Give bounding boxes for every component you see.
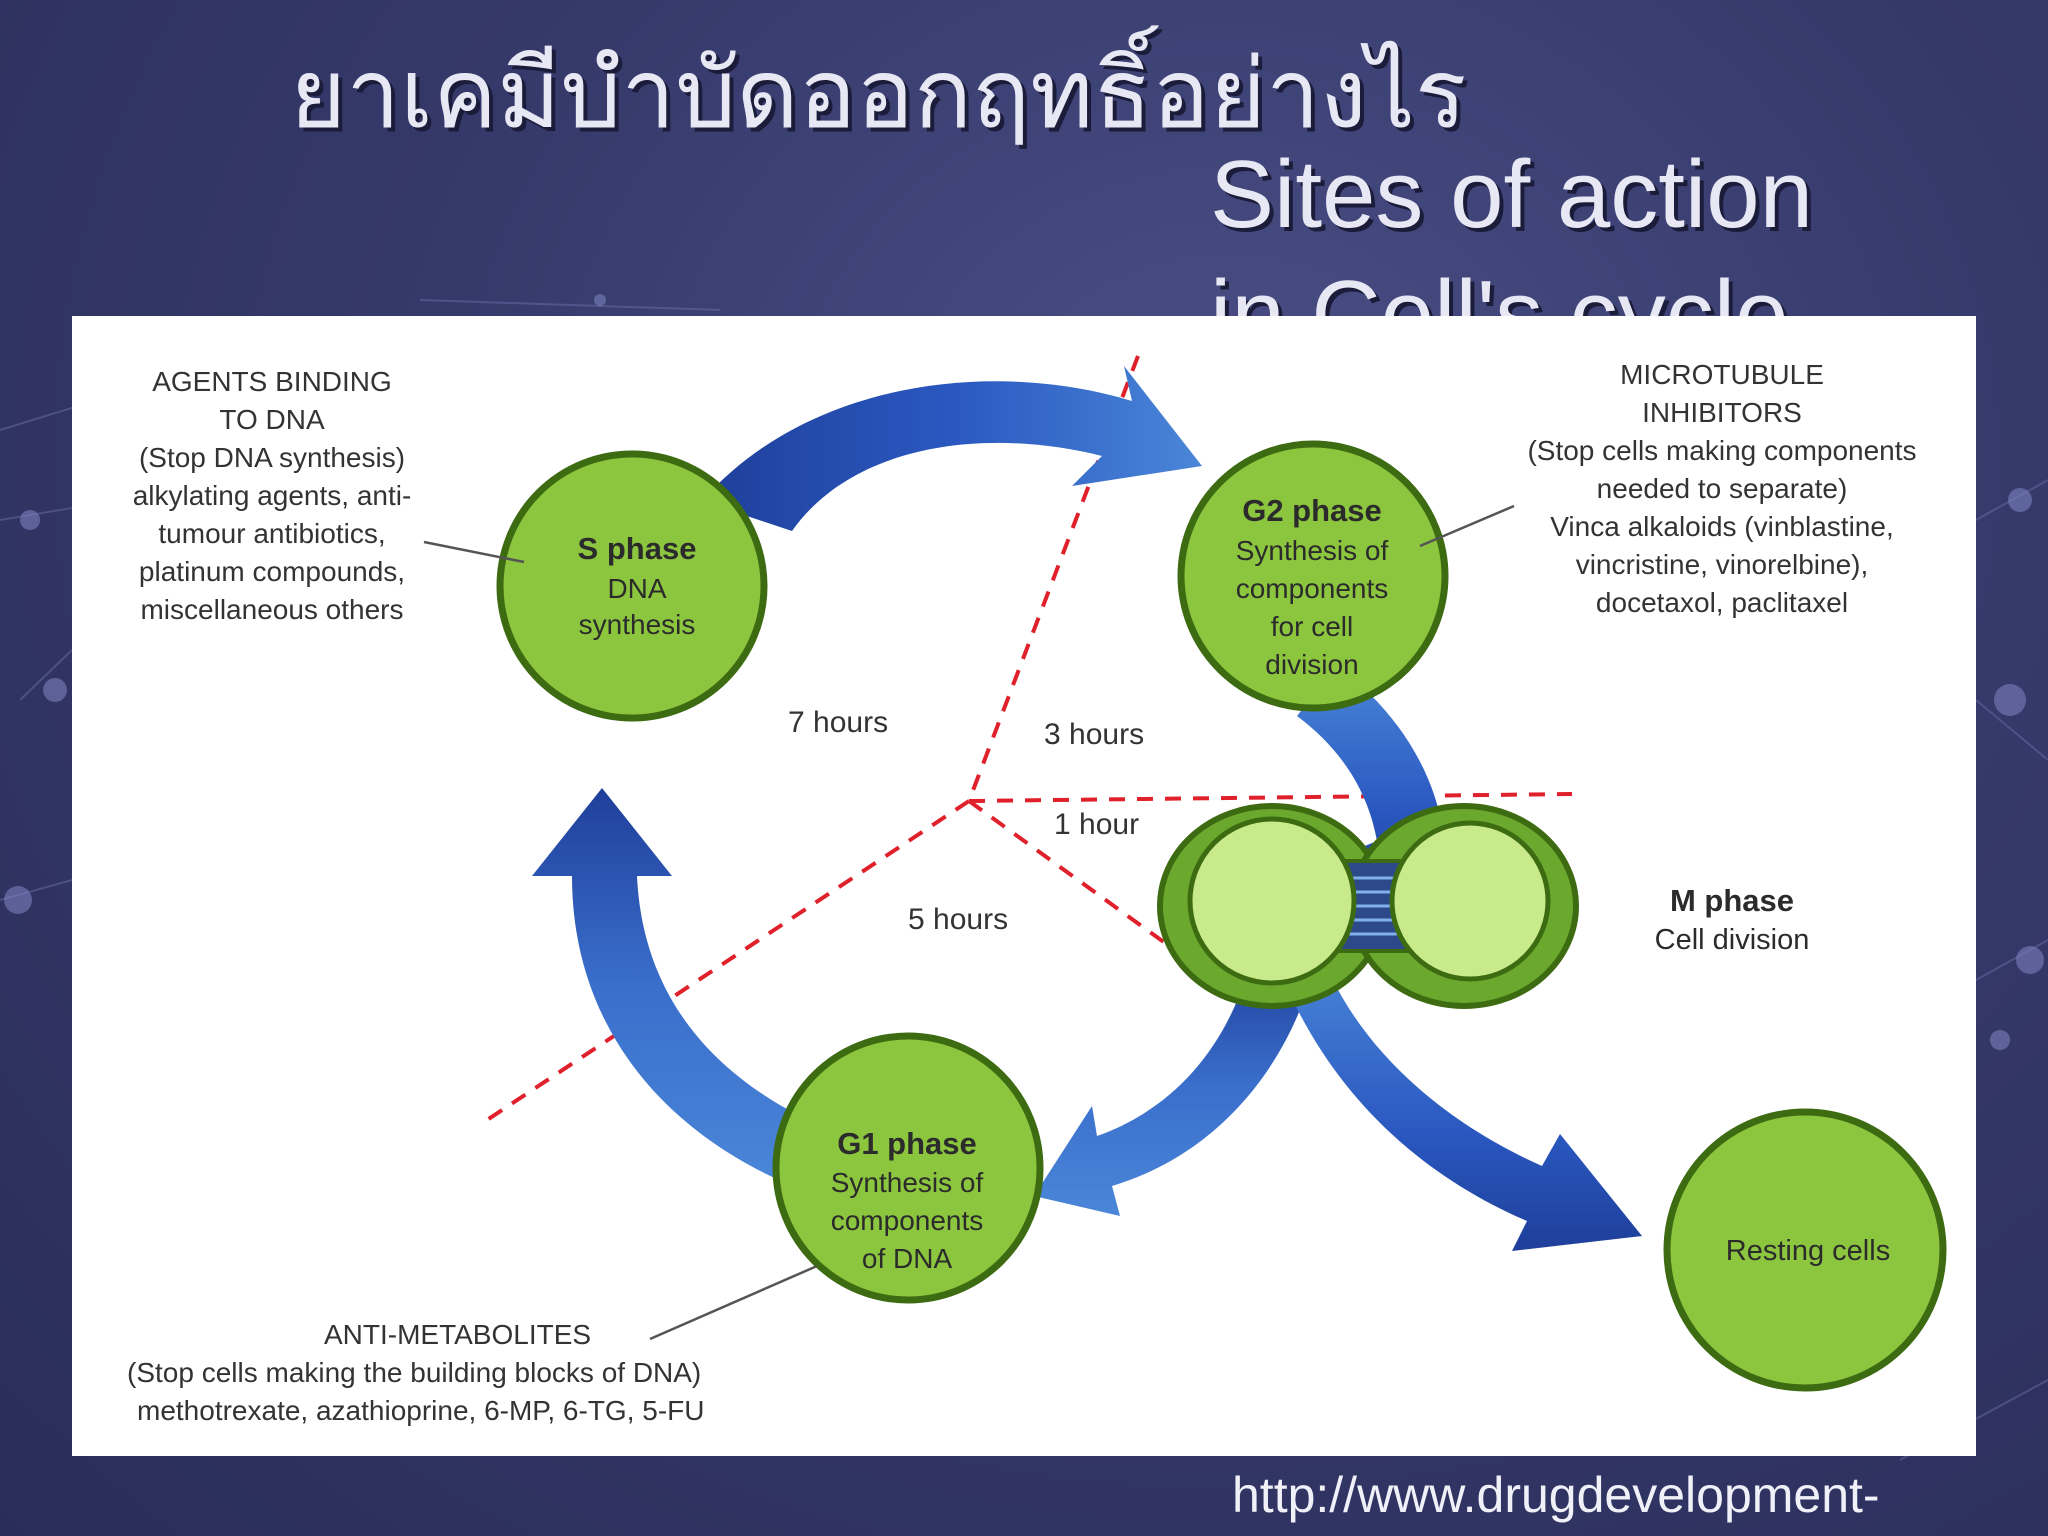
g1-phase-desc-line1: Synthesis of <box>831 1167 984 1198</box>
microtubule-body-line2: needed to separate) <box>1597 473 1848 504</box>
microtubule-body-line5: docetaxol, paclitaxel <box>1596 587 1848 618</box>
cell-cycle-diagram-panel: S phase DNA synthesis G2 phase Synthesis… <box>72 316 1976 1456</box>
pointer-agents-to-s <box>423 540 525 564</box>
m-phase-dividing-cell-icon <box>1157 803 1579 1009</box>
boundary-g1-s <box>482 799 971 1124</box>
pointer-microtubule-to-g2 <box>1419 504 1515 548</box>
arrow-m-to-resting <box>1282 956 1642 1251</box>
source-url[interactable]: http://www.drugdevelopment- <box>1232 1467 1880 1523</box>
g2-phase-desc-line3: for cell <box>1271 611 1353 642</box>
microtubule-title-line1: MICROTUBULE <box>1620 359 1824 390</box>
arrow-s-to-g2 <box>702 366 1202 531</box>
slide-title-thai: ยาเคมีบำบัดออกฤทธิ์อย่างไร <box>290 38 1467 150</box>
microtubule-body-line3: Vinca alkaloids (vinblastine, <box>1550 511 1893 542</box>
m-phase-desc: Cell division <box>1655 924 1810 956</box>
g2-phase-desc-line4: division <box>1265 649 1358 680</box>
s-phase-circle <box>496 450 768 722</box>
duration-m-phase: 1 hour <box>1054 808 1139 841</box>
agents-binding-body-line1: (Stop DNA synthesis) <box>139 442 405 473</box>
agents-binding-body-line3: tumour antibiotics, <box>158 518 385 549</box>
g2-phase-desc-line2: components <box>1236 573 1389 604</box>
g1-phase-title: G1 phase <box>837 1126 977 1161</box>
g2-phase-circle <box>1177 440 1449 712</box>
agents-binding-body-line2: alkylating agents, anti- <box>133 480 412 511</box>
antimetabolites-body-line2: methotrexate, azathioprine, 6-MP, 6-TG, … <box>137 1395 705 1426</box>
resting-cells-circle <box>1663 1108 1947 1392</box>
g1-phase-desc-line2: components <box>831 1205 984 1236</box>
g1-phase-circle <box>772 1032 1044 1304</box>
s-phase-title: S phase <box>578 531 697 566</box>
agents-binding-title-line1: AGENTS BINDING <box>152 366 392 397</box>
resting-cells-label: Resting cells <box>1726 1235 1890 1267</box>
duration-g2-phase: 3 hours <box>1044 718 1144 751</box>
g1-phase-desc-line3: of DNA <box>862 1243 953 1274</box>
microtubule-title-line2: INHIBITORS <box>1642 397 1802 428</box>
pointer-antimetabolites-to-g1 <box>649 1264 818 1341</box>
microtubule-body-line4: vincristine, vinorelbine), <box>1576 549 1869 580</box>
m-phase-title: M phase <box>1670 883 1794 918</box>
boundary-g2-m <box>968 792 1573 803</box>
arrow-g1-to-s <box>532 788 832 1186</box>
agents-binding-title-line2: TO DNA <box>219 404 325 435</box>
g2-phase-title: G2 phase <box>1242 493 1382 528</box>
boundary-s-g2 <box>967 355 1140 802</box>
microtubule-body-line1: (Stop cells making components <box>1527 435 1916 466</box>
duration-g1-phase: 5 hours <box>908 903 1008 936</box>
s-phase-desc-line1: DNA <box>607 573 666 604</box>
cell-cycle-diagram: S phase DNA synthesis G2 phase Synthesis… <box>127 355 1947 1426</box>
antimetabolites-title: ANTI-METABOLITES <box>324 1319 591 1350</box>
antimetabolites-body-line1: (Stop cells making the building blocks o… <box>127 1357 701 1388</box>
g2-phase-desc-line1: Synthesis of <box>1236 535 1389 566</box>
s-phase-desc-line2: synthesis <box>579 609 696 640</box>
arrow-m-to-g1 <box>1034 956 1312 1216</box>
agents-binding-body-line4: platinum compounds, <box>139 556 405 587</box>
slide-title-english-line1: Sites of action <box>1210 141 1813 248</box>
agents-binding-body-line5: miscellaneous others <box>140 594 403 625</box>
duration-s-phase: 7 hours <box>788 706 888 739</box>
